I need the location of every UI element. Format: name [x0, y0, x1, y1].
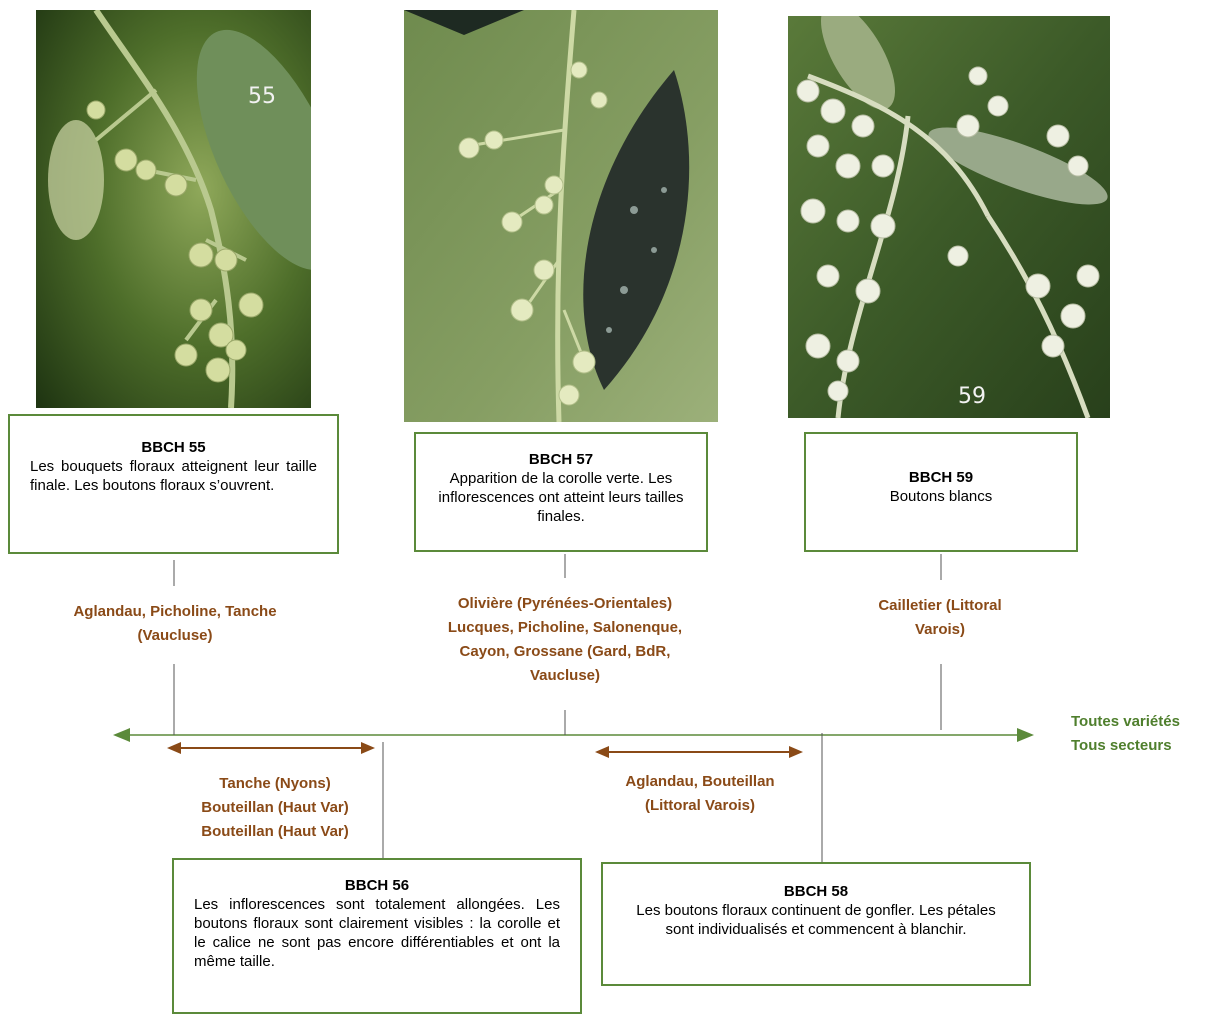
varieties-bbch-57: Olivière (Pyrénées-Orientales) Lucques, … [447, 595, 683, 684]
stage-box-bbch-55: BBCH 55 Les bouquets floraux atteignent … [8, 414, 339, 554]
varieties-bbch-58: Aglandau, Bouteillan (Littoral Varois) [625, 773, 775, 814]
photo-bbch-59 [788, 16, 1110, 418]
stage-description: Les bouquets floraux atteignent leur tai… [30, 458, 317, 494]
timeline-arrow-right [1017, 728, 1034, 742]
photo-bbch-57 [404, 10, 718, 422]
stage-description: Les boutons floraux continuent de gonfle… [636, 902, 996, 938]
photo-number-59: 59 [958, 384, 986, 409]
varieties-bbch-55: Aglandau, Picholine, Tanche (Vaucluse) [73, 603, 277, 644]
varieties-bbch-59: Cailletier (Littoral Varois) [878, 597, 1002, 638]
stage-code: BBCH 56 [344, 877, 410, 894]
all-varieties-label: Toutes variétés Tous secteurs [1071, 713, 1180, 754]
stage-box-bbch-58: BBCH 58 Les boutons floraux continuent d… [601, 862, 1031, 986]
photo-bbch-55 [36, 10, 311, 408]
stage-description: Boutons blancs [889, 488, 993, 505]
varieties-bbch-56: Tanche (Nyons) Bouteillan (Haut Var) Bou… [201, 775, 349, 840]
stage-box-bbch-57: BBCH 57 Apparition de la corolle verte. … [414, 432, 708, 552]
stage-code: BBCH 58 [783, 883, 849, 900]
photo-number-55: 55 [248, 84, 276, 109]
stage-box-bbch-59: BBCH 59 Boutons blancs [804, 432, 1078, 552]
stage-description: Les inflorescences sont totalement allon… [194, 896, 560, 970]
stage-description: Apparition de la corolle verte. Les infl… [438, 470, 684, 525]
stage-code: BBCH 55 [141, 439, 206, 456]
stage-box-bbch-56: BBCH 56 Les inflorescences sont totaleme… [172, 858, 582, 1014]
stage-code: BBCH 59 [908, 469, 974, 486]
stage-code: BBCH 57 [528, 451, 594, 468]
timeline-arrow-left [113, 728, 130, 742]
